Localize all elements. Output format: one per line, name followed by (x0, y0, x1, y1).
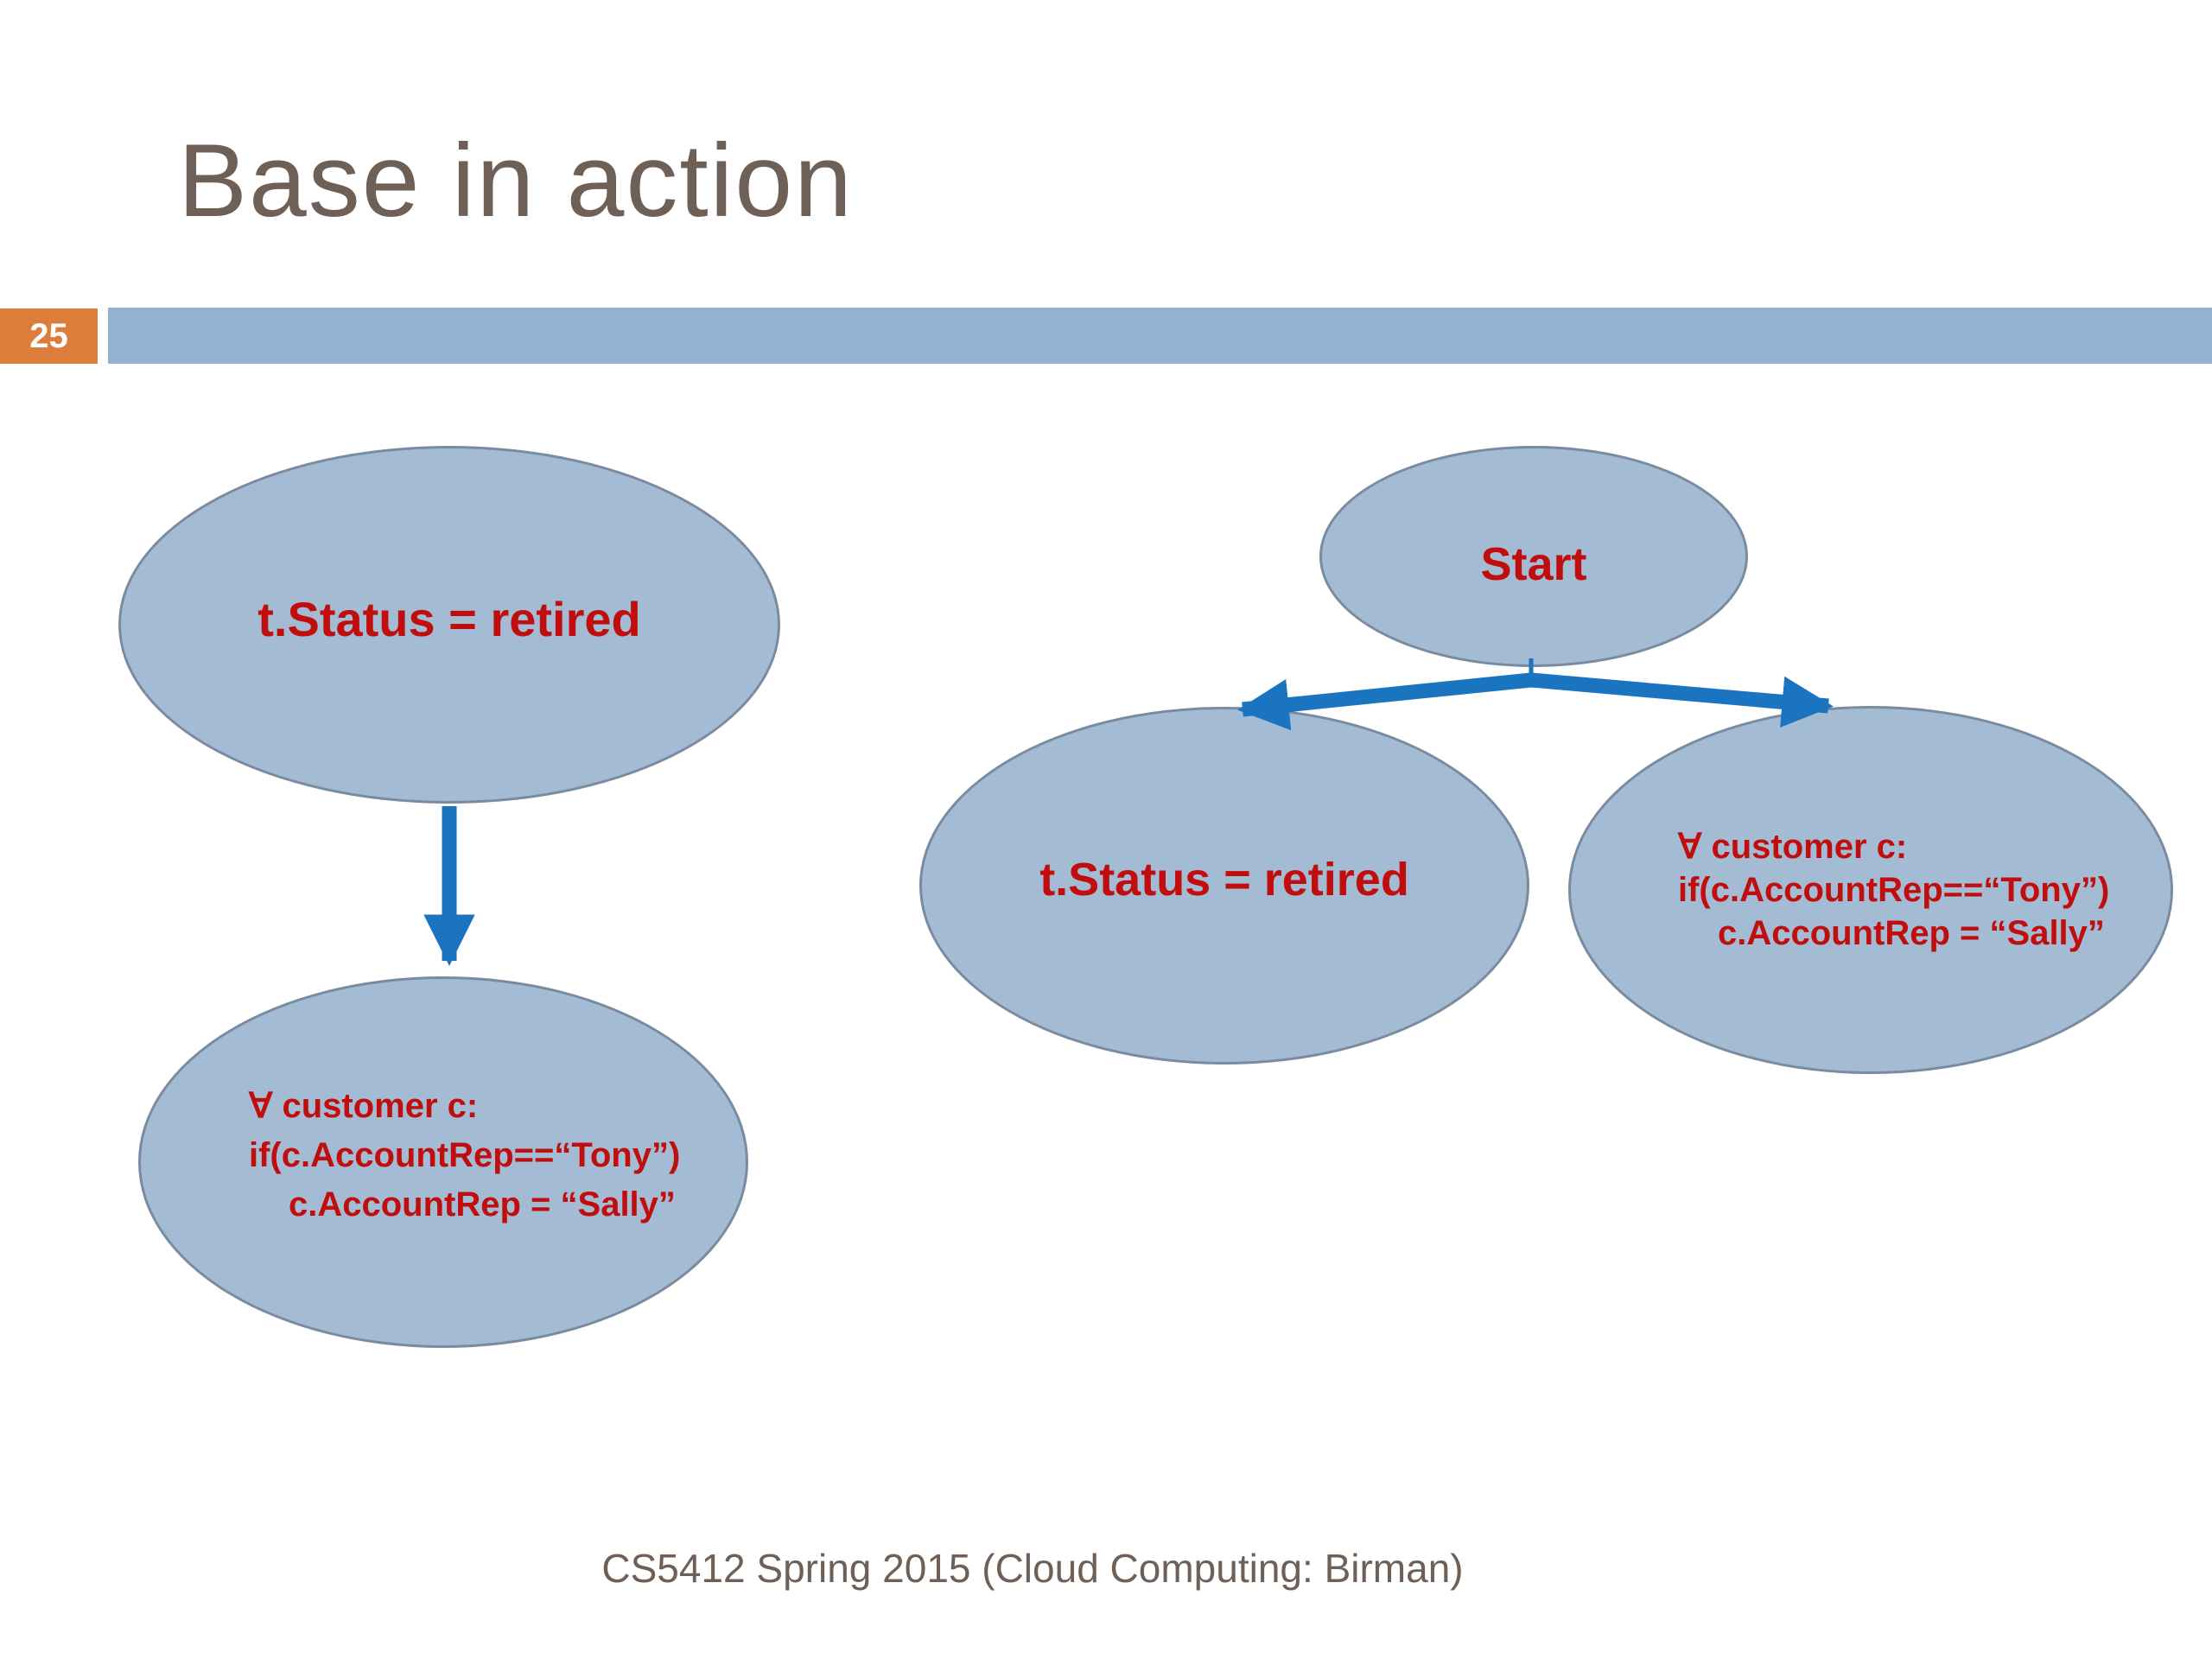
node-right-action-ellipse (1568, 706, 2173, 1074)
label-left-condition: t.Status = retired (257, 592, 641, 646)
label-start: Start (1480, 538, 1587, 590)
node-left-condition-ellipse (118, 446, 780, 804)
footer-text: CS5412 Spring 2015 (Cloud Computing: Bir… (601, 1546, 1464, 1591)
slide-number-text: 25 (29, 316, 68, 355)
label-right-action: ∀ customer c: if(c.AccountRep==“Tony”) c… (1678, 825, 2109, 955)
left-action-line-3: c.AccountRep = “Sally” (289, 1185, 676, 1224)
right-action-line-2: if(c.AccountRep==“Tony”) (1678, 871, 2110, 909)
accent-bar (108, 308, 2212, 364)
arrow-start-to-right (1530, 672, 1834, 728)
slide-title: Base in action (178, 123, 854, 238)
node-left-action-ellipse (138, 976, 748, 1348)
arrow-start-to-middle (1237, 672, 1532, 731)
node-middle-condition-ellipse (919, 707, 1529, 1065)
left-action-line-1: ∀ customer c: (249, 1087, 479, 1125)
slide-number-badge: 25 (0, 308, 98, 364)
label-middle-condition: t.Status = retired (1039, 854, 1409, 906)
right-action-line-3: c.AccountRep = “Sally” (1718, 914, 2105, 952)
right-action-line-1: ∀ customer c: (1678, 828, 1908, 866)
label-left-action: ∀ customer c: if(c.AccountRep==“Tony”) c… (249, 1082, 680, 1230)
node-start-ellipse (1319, 446, 1748, 667)
left-action-line-2: if(c.AccountRep==“Tony”) (249, 1136, 681, 1174)
